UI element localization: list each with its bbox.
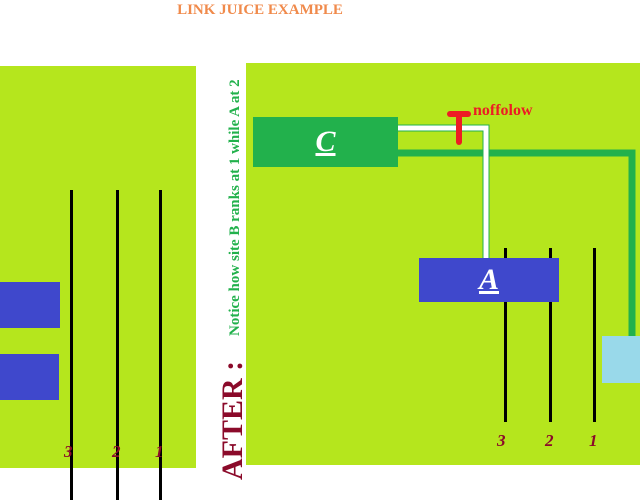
note-wrap: Notice how site B ranks at 1 while A at … [226,79,244,336]
site-box [0,282,60,328]
site-a-box: A [419,258,559,302]
after-label-wrap: AFTER : [216,361,250,480]
site-c-box: C [253,117,398,167]
rank-line [593,248,596,422]
site-box [0,354,59,400]
site-b-box [602,336,640,383]
note-text: Notice how site B ranks at 1 while A at … [227,79,243,336]
nofollow-label: noffolow [473,102,533,119]
rank-label: 1 [589,431,598,450]
rank-label: 2 [545,431,554,450]
page-title: LINK JUICE EXAMPLE [177,2,343,18]
rank-line [159,190,162,500]
rank-line [70,190,73,500]
rank-line [116,190,119,500]
after-label: AFTER : [216,360,249,480]
rank-label: 3 [497,431,506,450]
rank-label: 3 [64,442,73,461]
rank-label: 1 [155,442,164,461]
left-panel: 3 2 1 [0,66,196,500]
rank-label: 2 [112,442,121,461]
